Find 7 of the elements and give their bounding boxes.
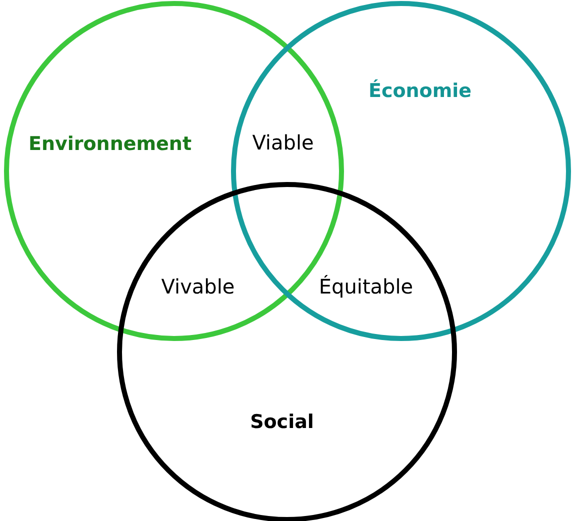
set-label: Environnement (28, 134, 192, 156)
overlap-label: Vivable (161, 276, 235, 298)
overlap-label: Équitable (318, 276, 414, 298)
set-label: Économie (368, 81, 472, 103)
set-label: Social (250, 412, 314, 434)
venn-circle (117, 182, 457, 521)
overlap-label: Viable (252, 132, 314, 154)
